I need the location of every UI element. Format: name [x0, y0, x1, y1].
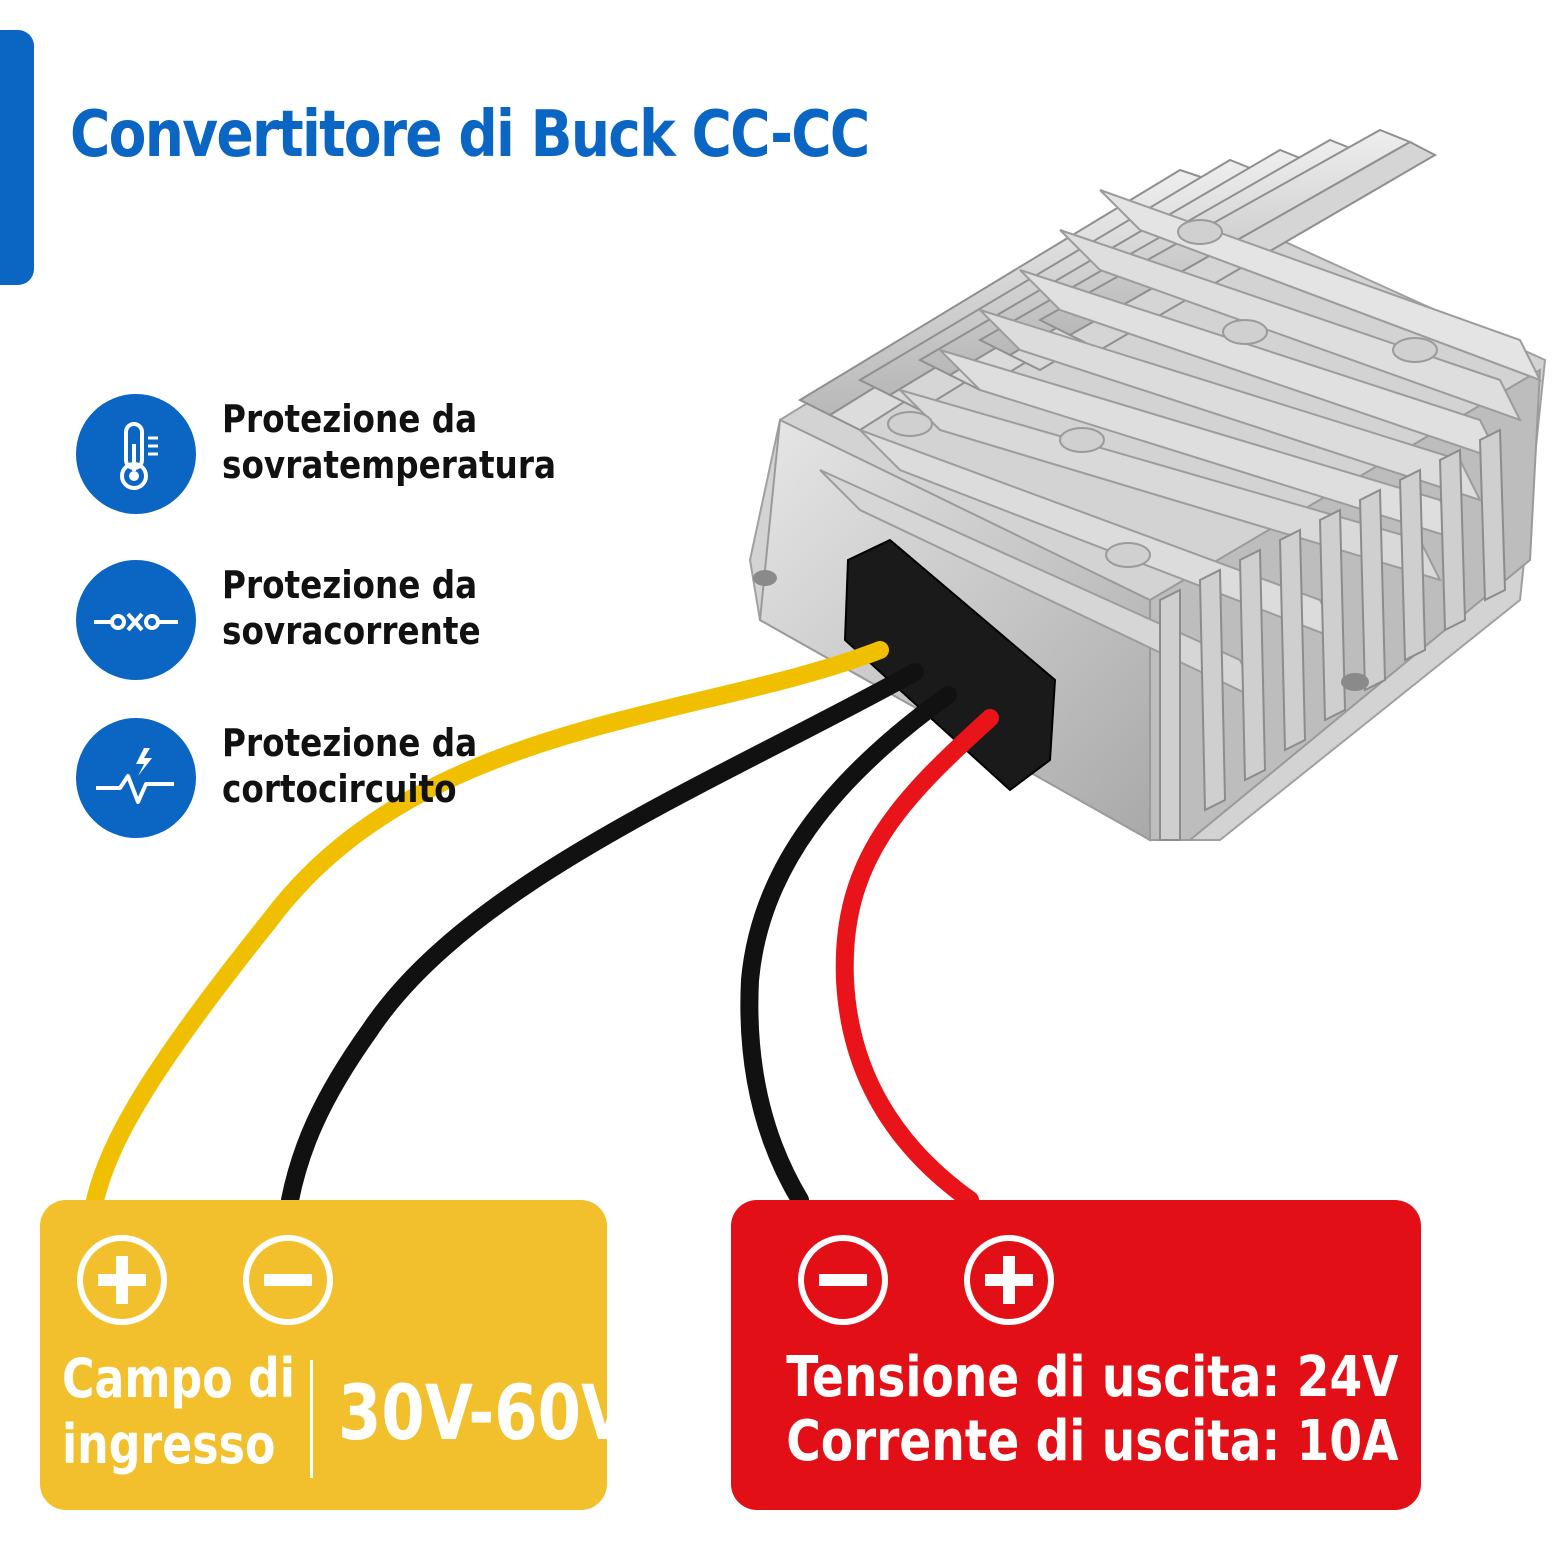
heatsink-ribs [819, 189, 1543, 703]
minus-icon [243, 1235, 333, 1325]
page-title: Convertitore di Buck CC-CC [70, 98, 870, 172]
plus-icon [77, 1235, 167, 1325]
output-specs: Tensione di uscita: 24V Corrente di usci… [731, 1346, 1421, 1474]
divider [310, 1360, 313, 1478]
wire-black-1 [281, 663, 924, 1209]
output-voltage: Tensione di uscita: 24V [786, 1345, 1399, 1410]
cable-grommet [843, 538, 1057, 792]
heatsink-fin-edges [1159, 428, 1507, 841]
input-range-value: 30V-60V [338, 1368, 630, 1457]
thermometer-icon [76, 394, 196, 514]
mount-hole-left [753, 570, 777, 586]
wire-black-2 [740, 686, 957, 1209]
screw-bosses [887, 219, 1438, 568]
short-circuit-icon [76, 718, 196, 838]
mount-hole-right [1341, 673, 1369, 691]
output-panel: Tensione di uscita: 24V Corrente di usci… [731, 1200, 1421, 1510]
minus-icon [798, 1235, 888, 1325]
wire-red [835, 709, 999, 1209]
accent-bar [0, 30, 34, 285]
plus-icon [964, 1235, 1054, 1325]
fuse-icon [76, 560, 196, 680]
wire-yellow [86, 641, 889, 1209]
output-current: Corrente di uscita: 10A [786, 1409, 1399, 1474]
